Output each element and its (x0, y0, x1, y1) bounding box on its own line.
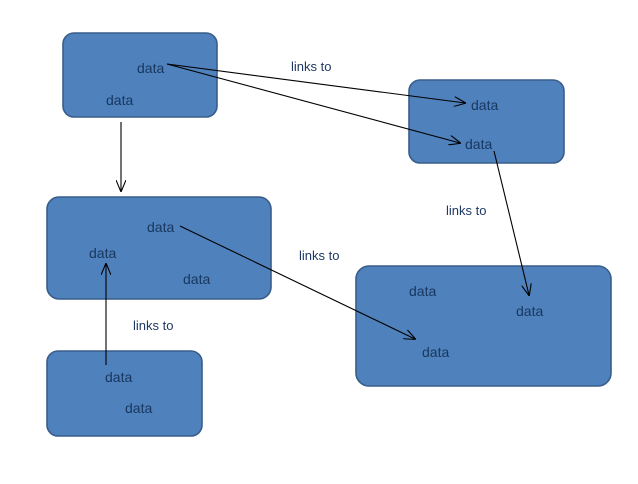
box-middle-left (46, 196, 272, 300)
box-right-item-1: data (409, 283, 436, 299)
arrow-top-right-to-right (493, 150, 529, 295)
box-top-left-item-1: data (137, 60, 164, 76)
box-middle-left-item-1: data (147, 219, 174, 235)
links-to-label-right: links to (446, 203, 486, 218)
links-to-label-middle: links to (299, 248, 339, 263)
arrow-middle-left-to-right (179, 225, 415, 339)
box-middle-left-item-3: data (183, 271, 210, 287)
box-middle-left-item-2: data (89, 245, 116, 261)
box-bottom-left-item-1: data (105, 369, 132, 385)
arrow-top-left-to-top-right-1 (166, 63, 465, 103)
box-top-left-item-2: data (106, 92, 133, 108)
box-top-right-item-1: data (471, 97, 498, 113)
box-bottom-left (46, 350, 203, 437)
box-right (355, 265, 612, 387)
box-top-left (62, 32, 218, 118)
links-to-label-bottom: links to (133, 318, 173, 333)
box-right-item-2: data (516, 303, 543, 319)
links-to-label-top: links to (291, 59, 331, 74)
box-bottom-left-item-2: data (125, 400, 152, 416)
box-right-item-3: data (422, 344, 449, 360)
box-top-right-item-2: data (465, 136, 492, 152)
arrow-top-left-to-top-right-2 (166, 63, 460, 143)
